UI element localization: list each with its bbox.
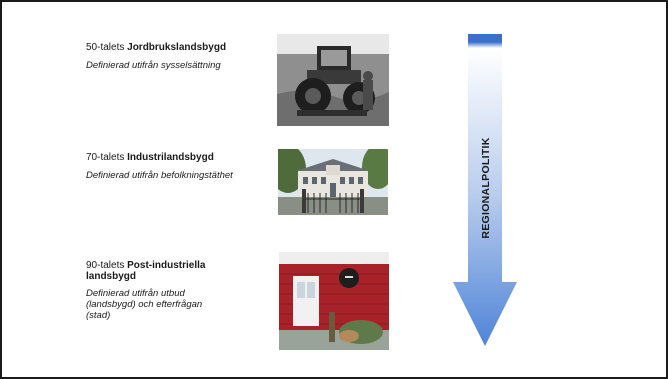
red-shop-photo — [279, 252, 389, 350]
era-title: 70-talets Industrilandsbygd — [86, 152, 214, 163]
era-70s: 70-talets Industrilandsbygd Definierad u… — [86, 152, 271, 181]
era-description: Definierad utifrån sysselsättning — [86, 60, 221, 71]
regional-policy-arrow — [451, 34, 519, 349]
era-description: Definierad utifrån utbud (landsbygd) och… — [86, 288, 203, 321]
arrow-label: REGIONALPOLITIK — [480, 137, 492, 239]
era-title: 50-talets Jordbrukslandsbygd — [86, 42, 227, 53]
tractor-photo — [277, 34, 389, 126]
era-description: Definierad utifrån befolkningstäthet — [86, 170, 233, 181]
era-title: 90-talets Post-industriella landsbygd — [86, 260, 206, 282]
era-90s: 90-talets Post-industriella landsbygd De… — [86, 260, 246, 321]
manor-house-photo — [278, 149, 388, 215]
era-50s: 50-talets Jordbrukslandsbygd Definierad … — [86, 42, 266, 71]
